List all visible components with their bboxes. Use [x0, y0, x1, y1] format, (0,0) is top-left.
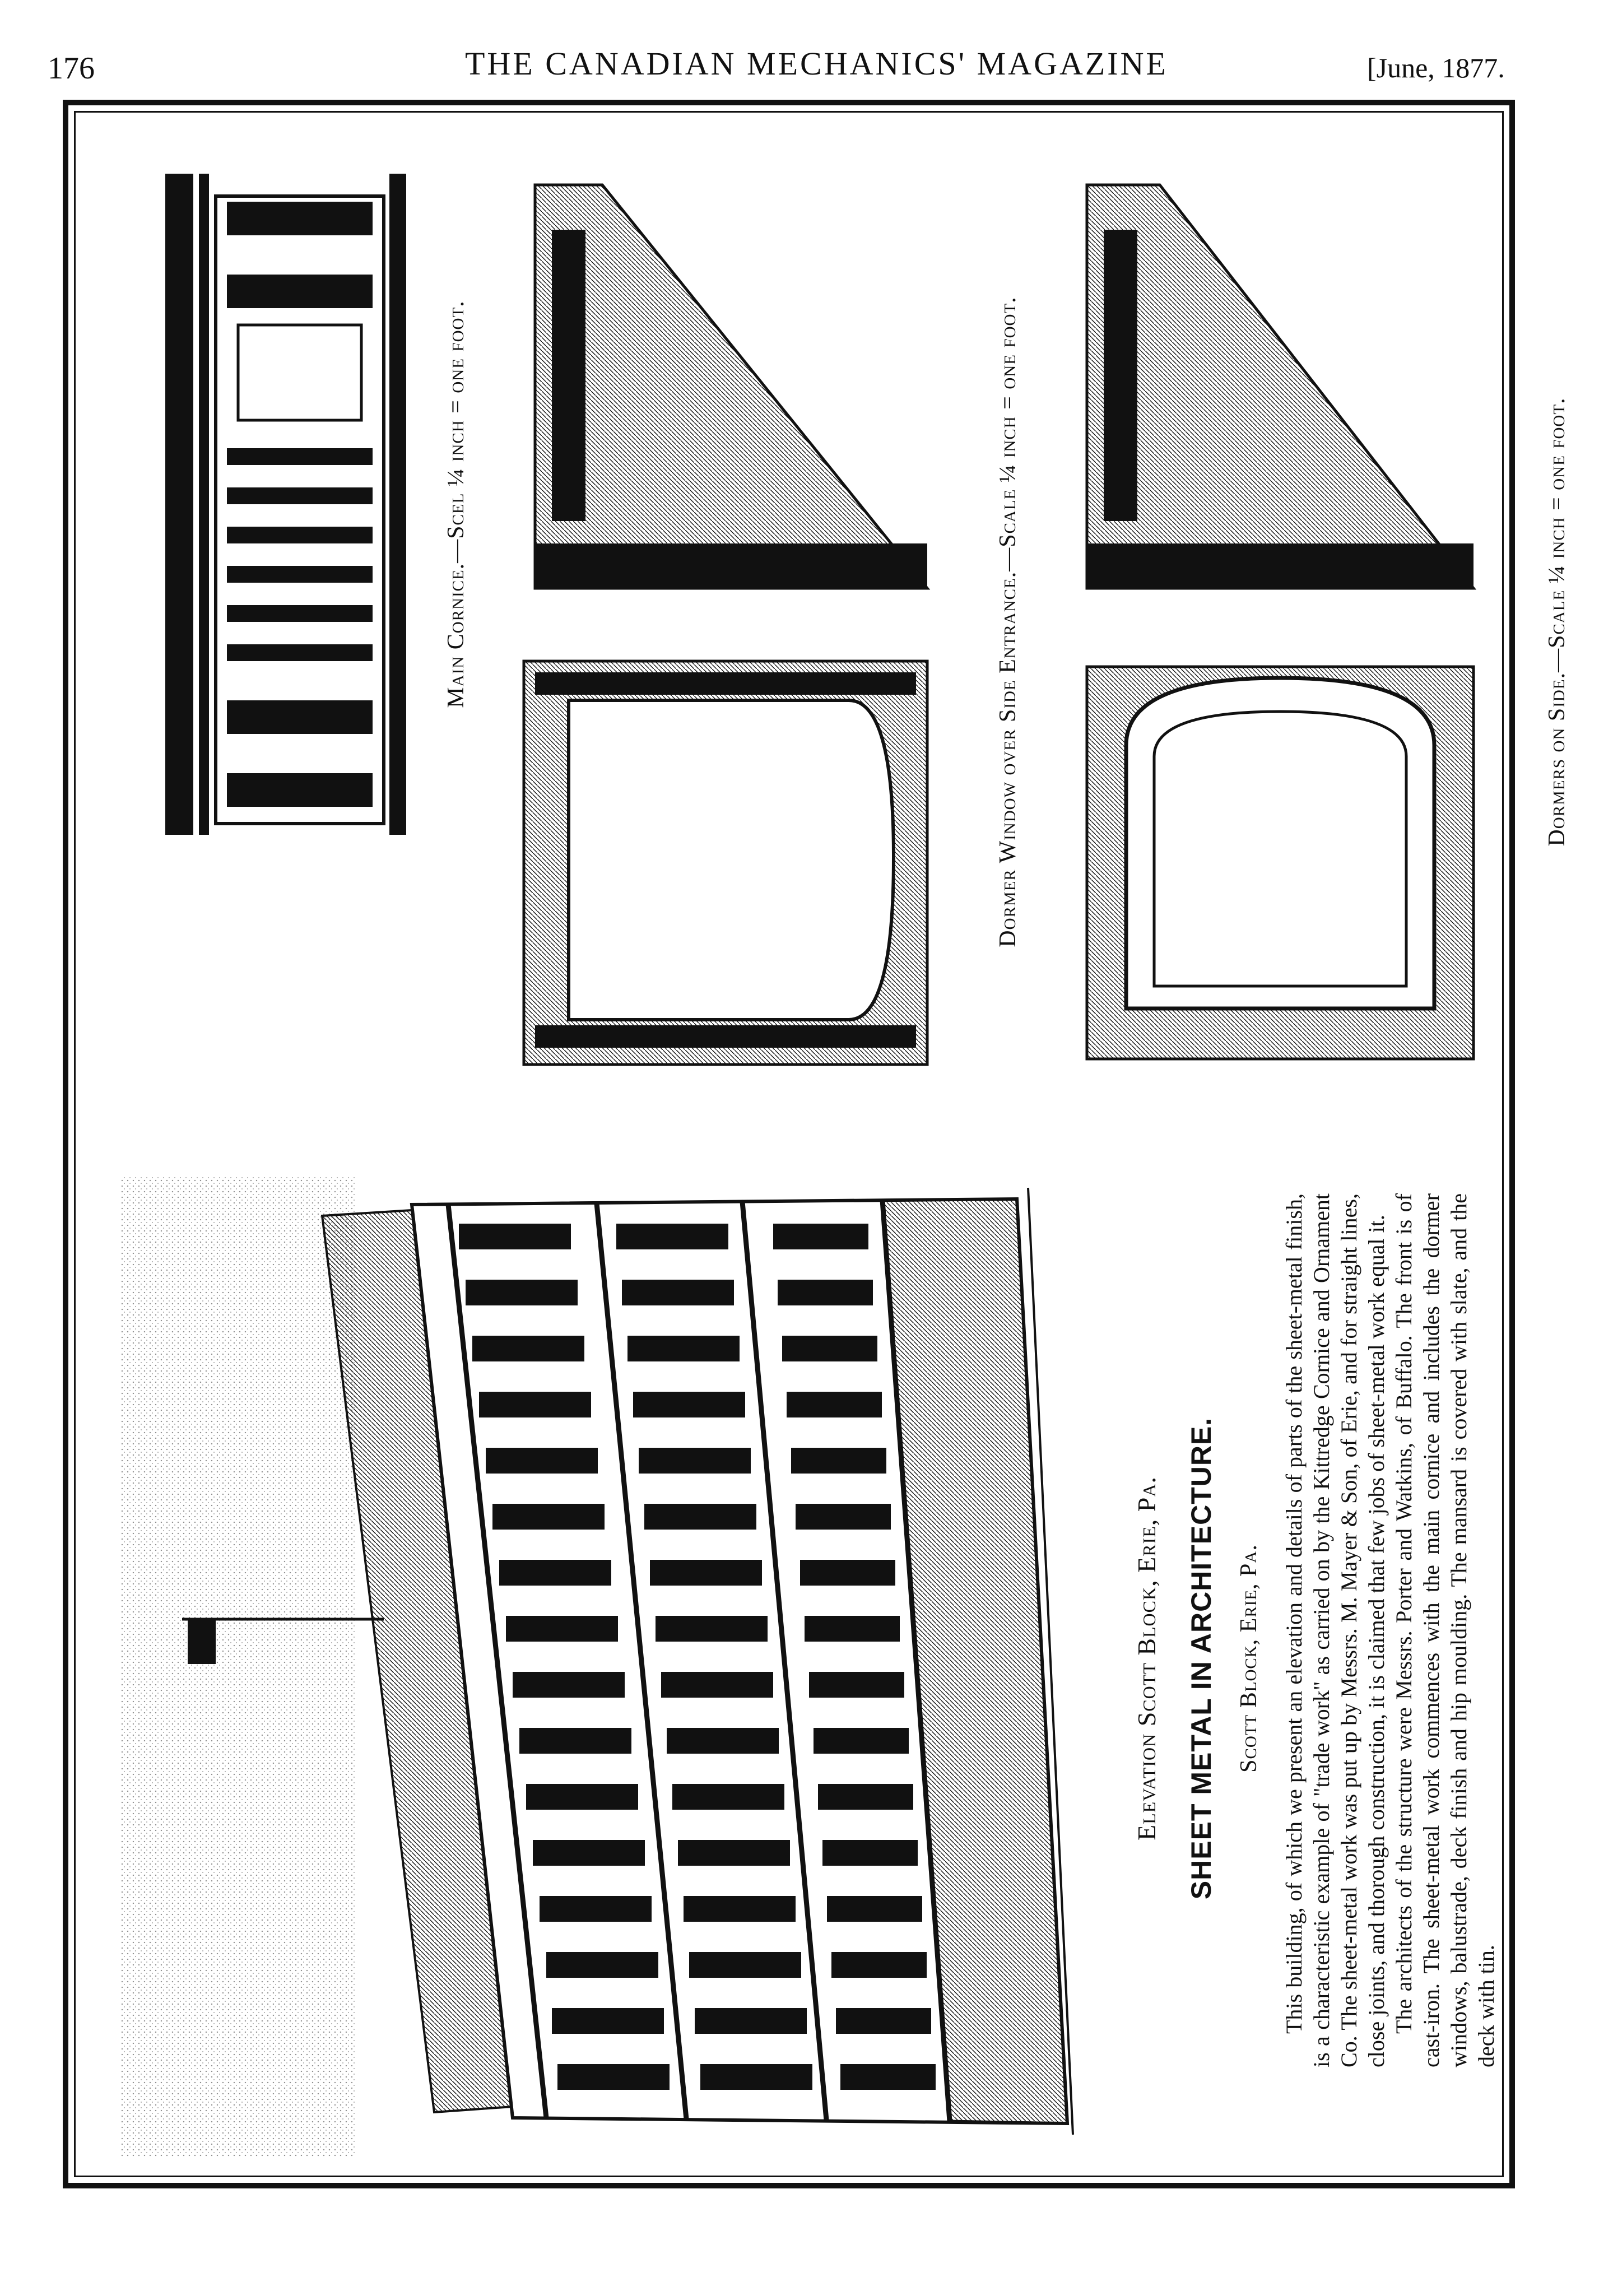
main-cornice-caption: Main Cornice.—Scel ¼ inch = one foot.: [443, 300, 469, 708]
running-header: 176 THE CANADIAN MECHANICS' MAGAZINE [Ju…: [0, 0, 1599, 112]
dormers-on-side-caption: Dormers on Side.—Scale ¼ inch = one foot…: [1544, 397, 1570, 847]
article-paragraph: The architects of the structure were Mes…: [1391, 1193, 1499, 2067]
dormer-window-caption: Dormer Window over Side Entrance.—Scale …: [995, 296, 1021, 947]
article-subheadline: Scott Block, Erie, Pa.: [1236, 1544, 1262, 1773]
plate-frame-inner-rule: [74, 111, 1504, 2177]
rotated-plate: Elevation Scott Block, Erie, Pa. SHEET M…: [70, 106, 1570, 2179]
journal-title: THE CANADIAN MECHANICS' MAGAZINE: [465, 45, 1168, 82]
article-paragraph: This building, of which we present an el…: [1281, 1193, 1389, 2067]
article-headline: SHEET METAL IN ARCHITECTURE.: [1186, 1417, 1217, 1900]
dormers-on-side-drawing: [1065, 162, 1496, 1081]
building-elevation-illustration: [120, 1177, 1084, 2157]
main-cornice-drawing: [154, 162, 423, 846]
dormer-window-drawing: [501, 162, 950, 1081]
plate-frame: [63, 100, 1515, 2188]
article-body: This building, of which we present an el…: [1280, 1193, 1500, 2067]
page-number: 176: [48, 51, 95, 86]
issue-date: [June, 1877.: [1367, 52, 1505, 83]
elevation-caption: Elevation Scott Block, Erie, Pa.: [1132, 1476, 1161, 1840]
